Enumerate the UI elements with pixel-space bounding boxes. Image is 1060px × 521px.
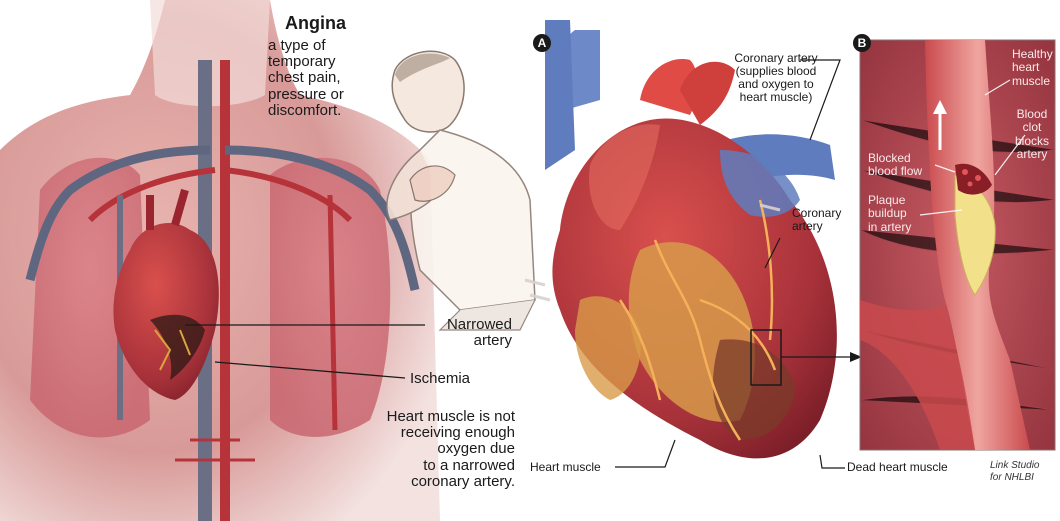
label-line: oxygen due: [330, 441, 515, 457]
angina-title: Angina: [285, 14, 346, 33]
label-line: and oxygen to: [716, 78, 836, 91]
definition-line: discomfort.: [268, 103, 344, 119]
panel-b-zoom: [860, 40, 1055, 450]
ischemia-label: Ischemia: [410, 371, 470, 387]
coronary-artery-mid-label: Coronary artery: [792, 207, 841, 233]
label-line: muscle: [1012, 75, 1053, 88]
definition-line: chest pain,: [268, 70, 344, 86]
label-line: (supplies blood: [716, 65, 836, 78]
angina-definition: a type of temporary chest pain, pressure…: [268, 38, 344, 119]
illustration-credit: Link Studio for NHLBI: [990, 460, 1039, 483]
label-line: heart: [1012, 61, 1053, 74]
label-line: artery: [1006, 148, 1058, 161]
label-line: heart muscle): [716, 91, 836, 104]
blood-clot-label: Blood clot blocks artery: [1006, 108, 1058, 162]
coronary-artery-top-label: Coronary artery (supplies blood and oxyg…: [716, 52, 836, 104]
label-line: artery: [792, 220, 841, 233]
label-line: Narrowed: [410, 317, 512, 333]
label-line: Plaque: [868, 194, 911, 207]
dead-heart-muscle-label: Dead heart muscle: [847, 461, 948, 474]
definition-line: pressure or: [268, 87, 344, 103]
label-line: Coronary artery: [716, 52, 836, 65]
label-line: Heart muscle is not: [330, 409, 515, 425]
heart-muscle-label: Heart muscle: [530, 461, 601, 474]
label-line: buildup: [868, 207, 911, 220]
ischemia-description: Heart muscle is not receiving enough oxy…: [330, 409, 515, 490]
label-line: artery: [410, 333, 512, 349]
panel-a-badge: A: [533, 34, 551, 52]
label-line: Healthy: [1012, 48, 1053, 61]
label-line: Blood clot: [1006, 108, 1058, 135]
blocked-blood-flow-label: Blocked blood flow: [868, 152, 922, 179]
label-line: blood flow: [868, 165, 922, 178]
panel-b-badge: B: [853, 34, 871, 52]
narrowed-artery-label: Narrowed artery: [410, 317, 512, 349]
label-line: coronary artery.: [330, 474, 515, 490]
definition-line: temporary: [268, 54, 344, 70]
label-line: Blocked: [868, 152, 922, 165]
label-line: blocks: [1006, 135, 1058, 148]
plaque-buildup-label: Plaque buildup in artery: [868, 194, 911, 234]
credit-line: for NHLBI: [990, 472, 1039, 484]
healthy-heart-muscle-label: Healthy heart muscle: [1012, 48, 1053, 88]
label-line: in artery: [868, 221, 911, 234]
credit-line: Link Studio: [990, 460, 1039, 472]
definition-line: a type of: [268, 38, 344, 54]
label-line: Coronary: [792, 207, 841, 220]
label-line: receiving enough: [330, 425, 515, 441]
label-line: to a narrowed: [330, 458, 515, 474]
